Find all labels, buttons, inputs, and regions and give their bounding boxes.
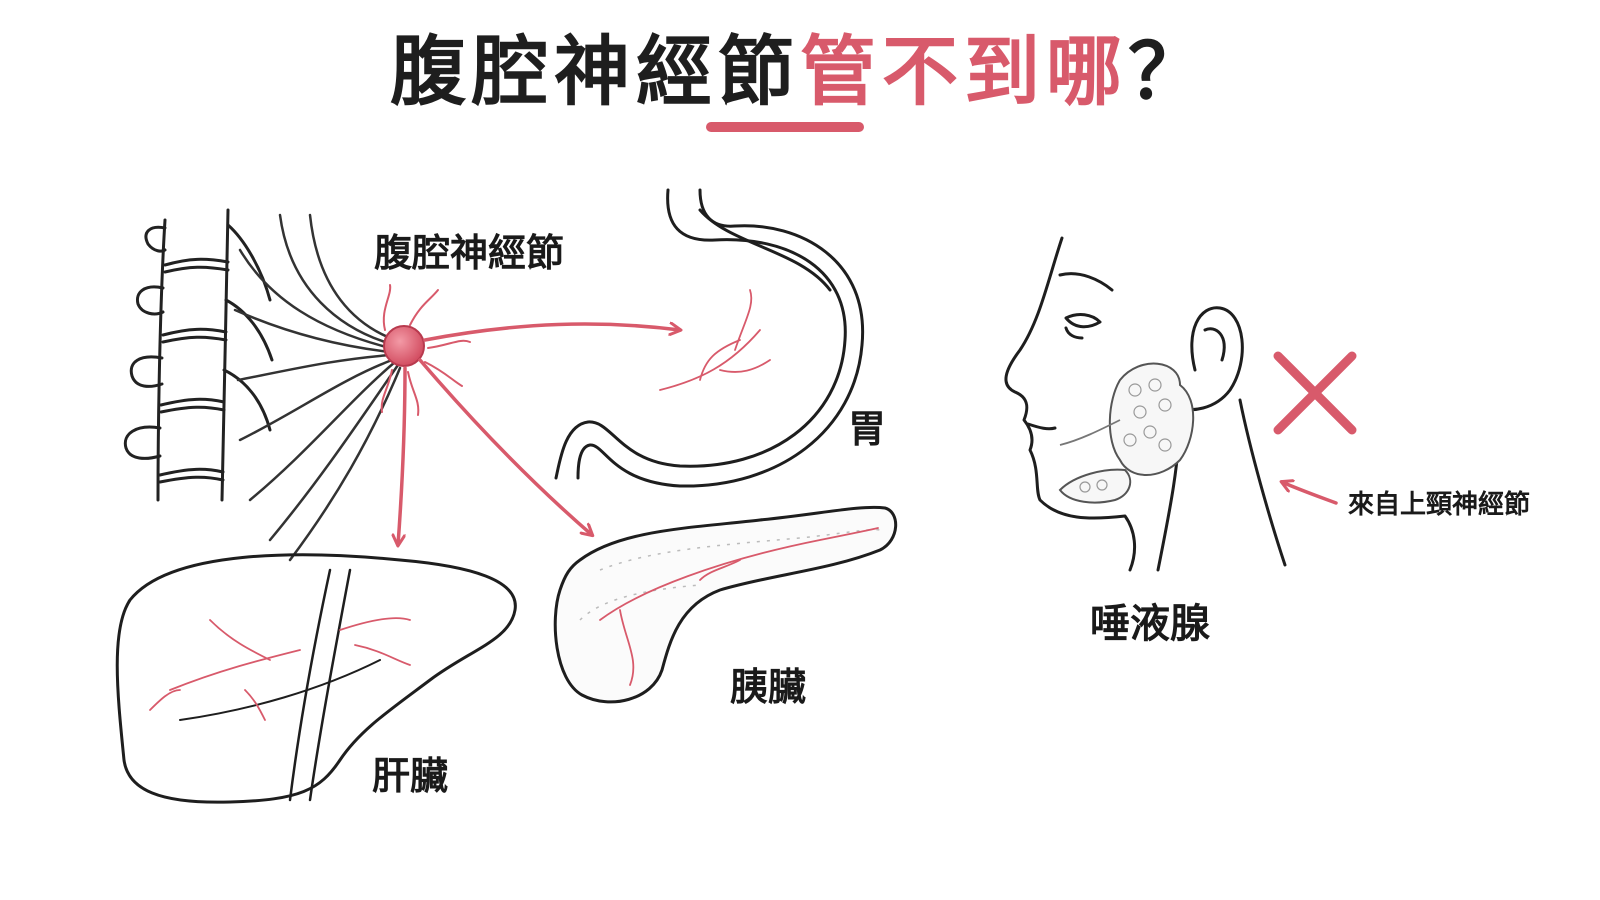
arrow-to-liver <box>398 366 407 545</box>
title-accent-part: 管不到哪 <box>800 27 1128 116</box>
salivary-gland-illustration <box>1058 362 1195 504</box>
pancreas-label: 胰臟 <box>730 665 807 709</box>
source-arrow <box>1282 482 1338 505</box>
title-dark-part: 腹腔神經節 <box>390 27 800 116</box>
stomach-label: 胃 <box>848 407 887 451</box>
nerve-trunk <box>233 213 402 562</box>
pancreas-illustration <box>553 505 898 704</box>
ganglion-nerve-branches <box>380 284 471 416</box>
cross-mark-icon <box>1273 351 1357 435</box>
salivary-source-label: 來自上頸神經節 <box>1348 490 1531 520</box>
head-profile-illustration <box>1004 236 1287 572</box>
spine-illustration <box>123 208 274 502</box>
liver-illustration <box>115 553 517 804</box>
arrow-to-stomach <box>423 324 680 342</box>
stomach-illustration <box>554 188 865 488</box>
title-question-mark: ？ <box>1128 27 1210 116</box>
celiac-ganglion-node <box>383 325 425 367</box>
title-underline <box>706 122 864 132</box>
salivary-gland-label: 唾液腺 <box>1090 601 1210 647</box>
stomach-blood-vessels <box>659 289 771 391</box>
celiac-ganglion-label: 腹腔神經節 <box>374 231 565 275</box>
arrow-to-pancreas <box>418 358 592 535</box>
page-title: 腹腔神經節管不到哪？ <box>0 22 1600 122</box>
liver-label: 肝臟 <box>372 754 449 798</box>
innervation-arrows <box>398 324 680 545</box>
